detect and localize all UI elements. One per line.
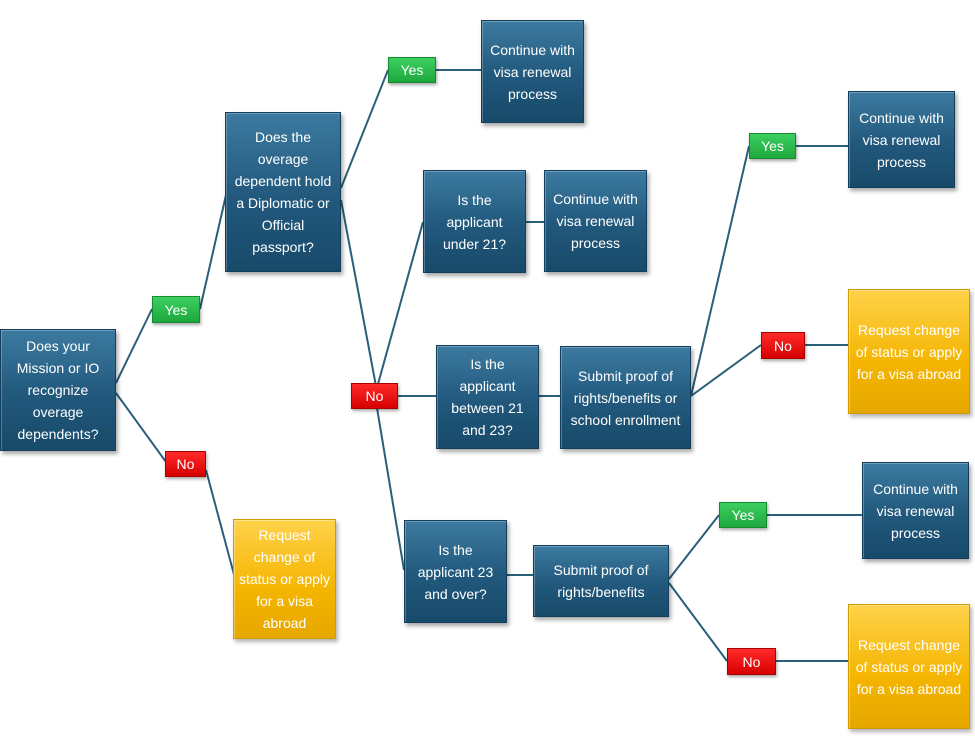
submit-proof-school-enrollment: Submit proof of rights/benefits or schoo… xyxy=(560,346,691,449)
continue-visa-renewal-2: Continue with visa renewal process xyxy=(544,170,647,272)
question-passport-text: Does the overage dependent hold a Diplom… xyxy=(234,129,332,255)
request-change-status-3: Request change of status or apply for a … xyxy=(848,604,970,729)
question-23-over-text: Is the applicant 23 and over? xyxy=(417,541,494,602)
continue-1-text: Continue with visa renewal process xyxy=(490,41,575,102)
yes-label: Yes xyxy=(761,138,784,154)
no-label: No xyxy=(176,456,195,472)
continue-visa-renewal-4: Continue with visa renewal process xyxy=(862,462,969,559)
connector xyxy=(668,582,728,662)
yes-label: Yes xyxy=(731,507,755,523)
question-between-21-23: Is the applicant between 21 and 23? xyxy=(436,345,539,449)
connector xyxy=(115,308,153,384)
connector xyxy=(690,145,750,397)
no-badge: No xyxy=(351,383,398,409)
question-mission-recognize: Does your Mission or IO recognize overag… xyxy=(0,329,116,451)
connector xyxy=(340,69,389,189)
connector xyxy=(340,199,377,387)
continue-4-text: Continue with visa renewal process xyxy=(873,480,958,541)
continue-visa-renewal-1: Continue with visa renewal process xyxy=(481,20,584,123)
yes-badge: Yes xyxy=(388,57,436,83)
connector xyxy=(115,392,167,463)
yes-label: Yes xyxy=(400,62,424,78)
no-label: No xyxy=(742,653,761,670)
yes-label: Yes xyxy=(164,301,188,318)
yes-badge: Yes xyxy=(152,296,200,323)
question-mission-text: Does your Mission or IO recognize overag… xyxy=(16,338,100,442)
question-passport: Does the overage dependent hold a Diplom… xyxy=(225,112,341,272)
no-badge: No xyxy=(165,451,206,477)
question-23-and-over: Is the applicant 23 and over? xyxy=(404,520,507,623)
question-under-21: Is the applicant under 21? xyxy=(423,170,526,273)
yes-badge: Yes xyxy=(749,133,796,159)
connector xyxy=(690,344,762,397)
connector xyxy=(205,469,237,583)
continue-visa-renewal-3: Continue with visa renewal process xyxy=(848,91,955,188)
connector xyxy=(376,407,405,571)
request-change-status-1: Request change of status or apply for a … xyxy=(233,519,336,639)
connector xyxy=(377,221,424,385)
continue-2-text: Continue with visa renewal process xyxy=(553,191,638,251)
connector xyxy=(199,194,227,310)
question-between-21-23-text: Is the applicant between 21 and 23? xyxy=(451,356,524,438)
submit-proof-school-text: Submit proof of rights/benefits or schoo… xyxy=(570,367,681,428)
no-label: No xyxy=(774,337,792,354)
question-under-21-text: Is the applicant under 21? xyxy=(442,191,507,252)
request-change-status-2: Request change of status or apply for a … xyxy=(848,289,970,414)
submit-proof-rights: Submit proof of rights/benefits xyxy=(533,545,669,617)
continue-3-text: Continue with visa renewal process xyxy=(859,109,944,170)
submit-proof-rights-text: Submit proof of rights/benefits xyxy=(553,562,649,600)
no-badge: No xyxy=(727,648,776,675)
request-3-text: Request change of status or apply for a … xyxy=(855,636,963,697)
no-badge: No xyxy=(761,332,805,359)
no-label: No xyxy=(365,388,384,404)
request-2-text: Request change of status or apply for a … xyxy=(855,321,963,382)
connector xyxy=(668,514,720,580)
yes-badge: Yes xyxy=(719,502,767,528)
request-1-text: Request change of status or apply for a … xyxy=(238,527,331,631)
